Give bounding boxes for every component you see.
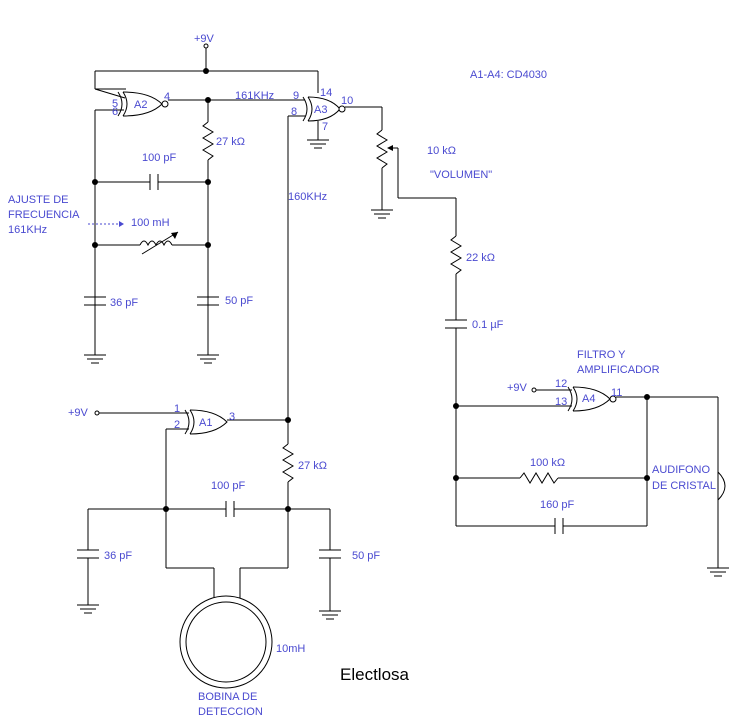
label-adjust-1: AJUSTE DE xyxy=(8,194,69,206)
label-r-bottom: 27 kΩ xyxy=(298,460,327,472)
top-oscillator xyxy=(84,43,319,364)
pin-a2-out: 4 xyxy=(164,91,170,103)
capacitor-top-36pf xyxy=(84,245,106,355)
detection-coil xyxy=(165,509,289,689)
resistor-100k xyxy=(456,472,647,484)
label-pot-value: 10 kΩ xyxy=(427,145,456,157)
capacitor-bottom-36pf xyxy=(77,509,99,614)
gate-a1-name: A1 xyxy=(199,417,212,429)
label-filter-1: FILTRO Y xyxy=(577,349,626,361)
label-pot-name: "VOLUMEN" xyxy=(430,169,492,181)
label-c50-bottom: 50 pF xyxy=(352,550,380,562)
label-ic-types: A1-A4: CD4030 xyxy=(470,69,547,81)
label-adjust-2: FRECUENCIA xyxy=(8,209,80,221)
capacitor-160pf xyxy=(456,518,647,534)
capacitor-bottom-100pf xyxy=(88,501,330,517)
capacitor-bottom-50pf xyxy=(319,509,341,620)
pin-a4-out: 11 xyxy=(611,387,622,399)
pin-a3-in1: 9 xyxy=(293,90,299,102)
label-c36-top: 36 pF xyxy=(110,297,138,309)
pin-a3-in2: 8 xyxy=(291,106,297,118)
label-coil-name-1: BOBINA DE xyxy=(198,691,257,703)
inductor-100mh xyxy=(95,231,208,255)
label-coil: 10mH xyxy=(276,643,305,655)
label-c01: 0.1 µF xyxy=(472,319,504,331)
brand-label: Electlosa xyxy=(340,665,410,684)
label-c36-bottom: 36 pF xyxy=(104,550,132,562)
crystal-earphone xyxy=(707,397,729,577)
potentiometer-volumen xyxy=(371,107,456,219)
label-160khz: 160KHz xyxy=(288,191,327,203)
label-161khz: 161KHz xyxy=(235,90,274,102)
label-r22: 22 kΩ xyxy=(466,252,495,264)
label-c-top: 100 pF xyxy=(142,152,177,164)
label-r-top: 27 kΩ xyxy=(216,136,245,148)
label-vcc-a4: +9V xyxy=(507,382,528,394)
pin-a2-in2: 6 xyxy=(112,106,118,118)
junction-dot xyxy=(203,68,209,74)
label-adjust-3: 161KHz xyxy=(8,224,47,236)
pin-a2-in1: 5 xyxy=(112,98,118,110)
resistor-bottom-27k xyxy=(282,420,294,509)
resistor-22k xyxy=(450,198,462,320)
pin-a1-in1: 1 xyxy=(174,403,180,415)
label-l-top: 100 mH xyxy=(131,217,170,229)
gate-a3-name: A3 xyxy=(314,104,327,116)
label-coil-name-2: DETECCION xyxy=(198,706,263,718)
pin-a3-out: 10 xyxy=(341,95,353,107)
gate-a4-name: A4 xyxy=(582,393,595,405)
pin-a3-vdd: 14 xyxy=(320,87,332,99)
gate-a3 xyxy=(288,96,382,149)
label-earphone-1: AUDIFONO xyxy=(652,464,711,476)
capacitor-0-1uf xyxy=(445,319,467,526)
gate-a2-name: A2 xyxy=(134,99,147,111)
label-filter-2: AMPLIFICADOR xyxy=(577,364,660,376)
capacitor-top-50pf xyxy=(197,245,219,355)
gate-a1 xyxy=(94,409,288,509)
capacitor-top-100pf xyxy=(95,174,208,190)
terminal-vcc-top xyxy=(203,43,209,49)
label-earphone-2: DE CRISTAL xyxy=(652,480,716,492)
label-vcc-top: +9V xyxy=(194,33,215,45)
pin-a1-out: 3 xyxy=(229,411,235,423)
pin-a4-in1: 12 xyxy=(555,378,567,390)
ground-symbol xyxy=(197,354,219,364)
label-c160: 160 pF xyxy=(540,499,575,511)
label-c50-top: 50 pF xyxy=(225,295,253,307)
pin-a4-in2: 13 xyxy=(555,396,567,408)
pin-a1-in2: 2 xyxy=(174,419,180,431)
label-c-bottom: 100 pF xyxy=(211,480,246,492)
label-vcc-a1: +9V xyxy=(68,407,89,419)
gate-a4 xyxy=(456,386,647,412)
ground-symbol xyxy=(84,354,106,364)
pin-a3-gnd: 7 xyxy=(322,121,328,133)
label-r100: 100 kΩ xyxy=(530,457,565,469)
